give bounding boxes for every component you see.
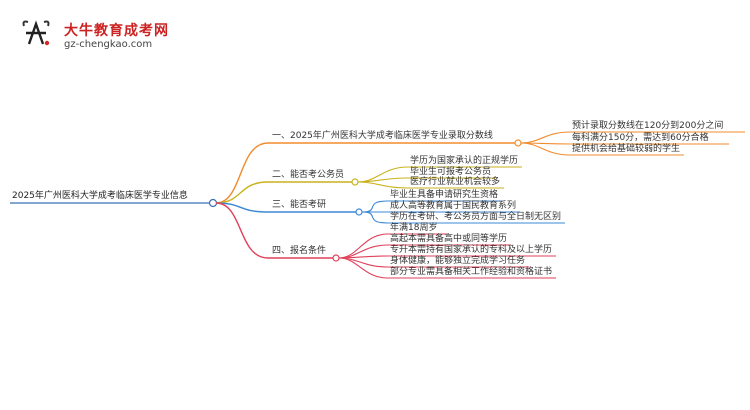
connector-curve xyxy=(215,142,269,204)
leaf-item: 毕业生可报考公务员 xyxy=(410,167,492,177)
leaf-item: 学历为国家承认的正规学历 xyxy=(410,156,519,166)
leaf-item: 学历在考研、考公务员方面与全日制无区别 xyxy=(390,212,562,222)
leaf-item: 高起本需具备高中或同等学历 xyxy=(390,234,508,244)
branch-label-3: 三、能否考研 xyxy=(272,200,327,210)
leaf-item: 医疗行业就业机会较多 xyxy=(410,177,501,187)
connector-curve xyxy=(215,181,269,204)
node-dot[interactable] xyxy=(332,254,340,262)
connector-curve xyxy=(215,202,269,259)
leaf-item: 部分专业需具备相关工作经验和资格证书 xyxy=(390,267,553,277)
connector-curve xyxy=(215,202,269,213)
connector-curve xyxy=(338,257,389,279)
leaf-item: 每科满分150分，需达到60分合格 xyxy=(572,133,709,143)
node-dot[interactable] xyxy=(355,208,363,216)
connector-curve xyxy=(357,181,409,189)
connector-curve xyxy=(361,211,389,224)
leaf-item: 毕业生具备申请研究生资格 xyxy=(390,190,499,200)
leaf-item: 提供机会给基础较弱的学生 xyxy=(572,144,681,154)
node-dot[interactable] xyxy=(514,139,522,147)
site-url[interactable]: gz-chengkao.com xyxy=(64,39,153,50)
leaf-item: 年满18周岁 xyxy=(390,223,438,233)
branch-label-1: 一、2025年广州医科大学成考临床医学专业录取分数线 xyxy=(272,131,493,141)
branch-label-2: 二、能否考公务员 xyxy=(272,170,345,180)
connector-curve xyxy=(520,131,571,144)
branch-label-4: 四、报名条件 xyxy=(272,246,327,256)
leaf-item: 预计录取分数线在120分到200分之间 xyxy=(572,121,724,131)
bull-logo-icon xyxy=(22,20,50,46)
connector-curve xyxy=(338,233,389,259)
mind-map-connectors xyxy=(10,131,745,279)
node-dot[interactable] xyxy=(351,178,359,186)
leaf-item: 成人高等教育属于国民教育系列 xyxy=(390,201,517,211)
leaf-item: 身体健康，能够独立完成学习任务 xyxy=(390,256,526,266)
root-topic: 2025年广州医科大学成考临床医学专业信息 xyxy=(12,191,188,201)
leaf-item: 专升本需持有国家承认的专科及以上学历 xyxy=(390,245,553,255)
site-name: 大牛教育成考网 xyxy=(64,23,169,39)
site-logo: 大牛教育成考网 gz-chengkao.com xyxy=(14,14,168,54)
node-dot[interactable] xyxy=(208,198,218,208)
connector-curve xyxy=(361,200,389,213)
connector-curve xyxy=(357,177,409,183)
connector-curve xyxy=(520,142,571,156)
